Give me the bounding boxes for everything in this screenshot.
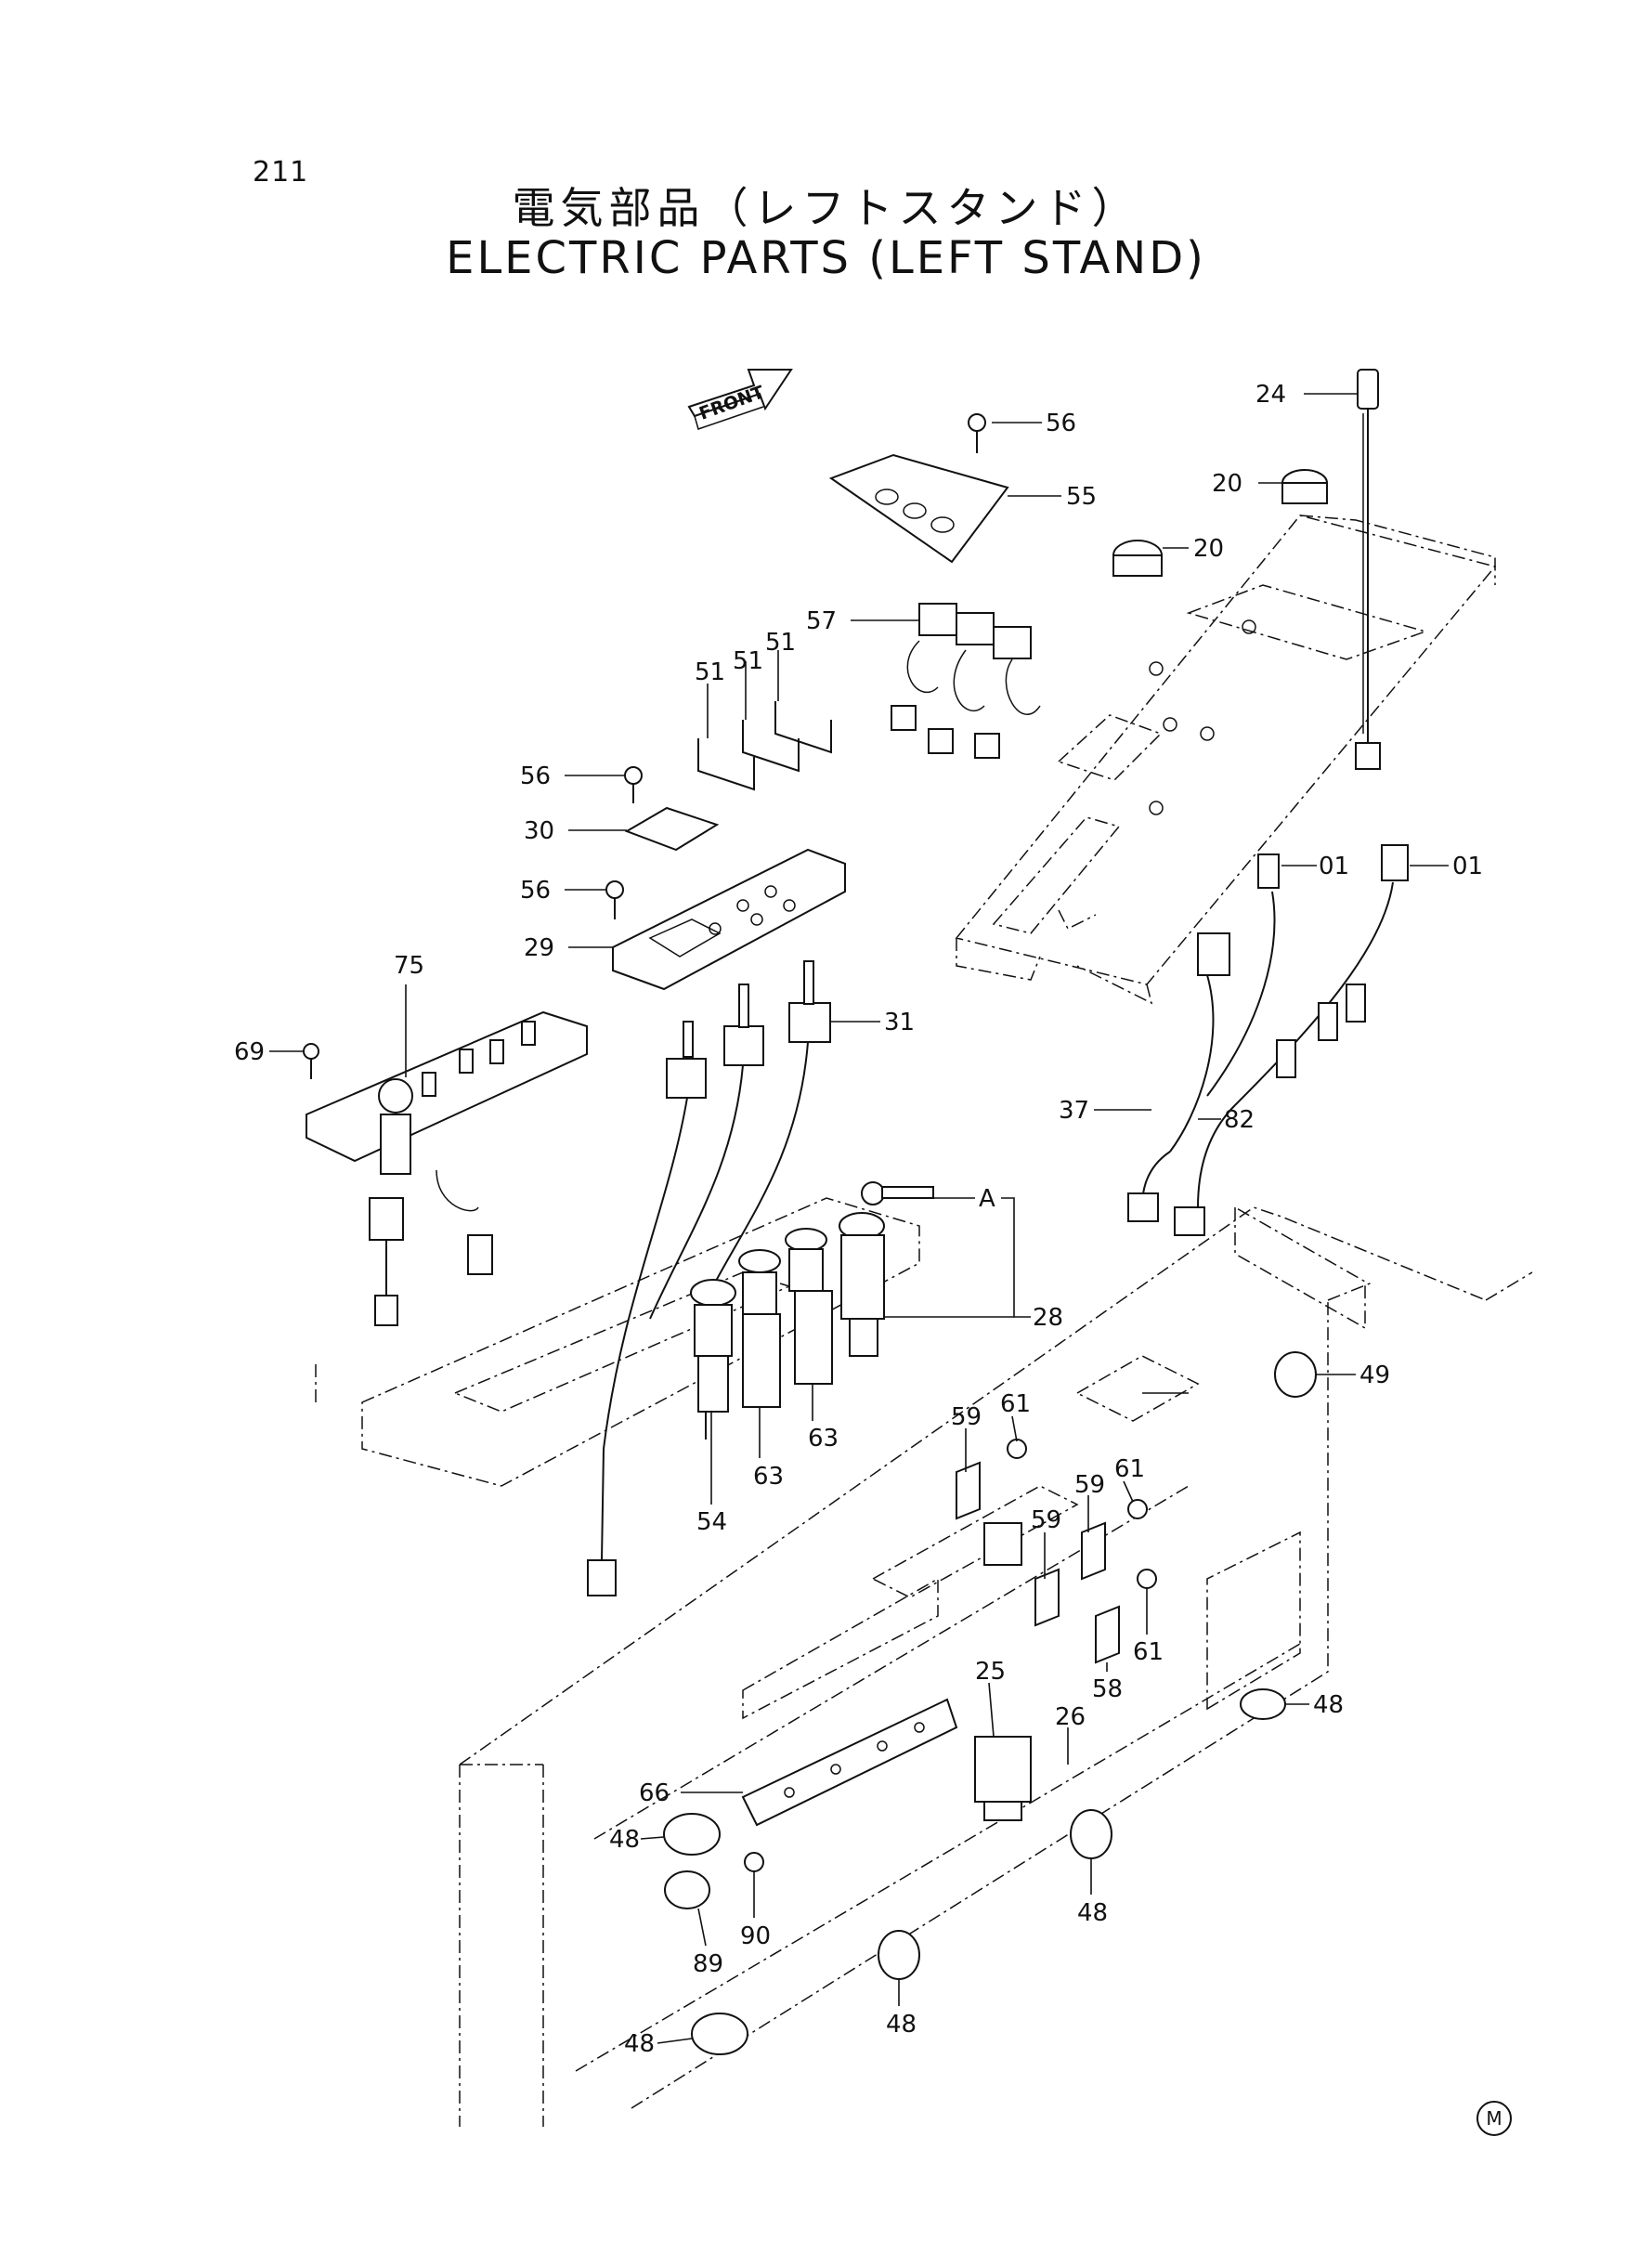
callout-labels: 24 56 55 20 20 57 51 51 51 56 30 56 29 0… <box>234 381 1483 2058</box>
part-89-clip <box>664 1870 710 1909</box>
callout-55: 55 <box>1066 483 1097 511</box>
upper-console <box>955 515 1497 1005</box>
callout-56-a: 56 <box>1046 410 1076 437</box>
part-31-toggle-switches <box>587 960 831 1596</box>
callout-48-e: 48 <box>624 2030 655 2058</box>
leader-lines <box>269 393 1449 2044</box>
screw-56-a <box>968 413 986 453</box>
part-28-switch-group <box>690 1181 934 1440</box>
title-japanese: 電気部品（レフトスタンド） <box>512 183 1140 233</box>
callout-59-c: 59 <box>1031 1506 1061 1534</box>
callout-37: 37 <box>1059 1097 1089 1125</box>
callout-A: A <box>979 1185 995 1213</box>
callout-57: 57 <box>806 607 837 635</box>
part-24-sensor <box>1355 369 1381 770</box>
part-25-relay <box>974 1736 1032 1821</box>
callout-51-a: 51 <box>695 658 725 686</box>
title-english: ELECTRIC PARTS (LEFT STAND) <box>446 232 1206 284</box>
screw-69 <box>303 1043 319 1079</box>
callout-63-a: 63 <box>753 1463 784 1491</box>
callout-58: 58 <box>1092 1675 1123 1703</box>
part-29-panel <box>612 848 846 991</box>
callout-89: 89 <box>693 1950 723 1978</box>
callout-75: 75 <box>394 952 424 980</box>
callout-31: 31 <box>884 1009 915 1036</box>
callout-56-b: 56 <box>520 762 551 790</box>
part-30-cover <box>624 806 720 852</box>
brackets-59-61 <box>956 1439 1157 1664</box>
callout-63-b: 63 <box>808 1425 839 1453</box>
callout-48-a: 48 <box>1313 1691 1344 1719</box>
screw-56-c <box>605 880 624 919</box>
callout-20-b: 20 <box>1193 535 1224 563</box>
part-51-u-brackets <box>697 701 832 791</box>
part-66-terminal-strip <box>741 1698 958 1827</box>
callout-90: 90 <box>740 1922 771 1950</box>
callout-24: 24 <box>1255 381 1286 409</box>
harness-37-82 <box>1127 844 1409 1236</box>
bolt-90 <box>744 1852 764 1872</box>
part-55-plate <box>828 453 1009 564</box>
callout-54: 54 <box>696 1508 727 1536</box>
callout-56-c: 56 <box>520 877 551 905</box>
part-75-panel <box>306 1010 588 1326</box>
clamp-49 <box>1274 1351 1317 1398</box>
front-arrow-icon: FRONT <box>687 369 793 430</box>
callout-30: 30 <box>524 817 554 845</box>
callout-82: 82 <box>1224 1106 1255 1134</box>
part-57-switches <box>891 603 1041 759</box>
callout-25: 25 <box>975 1658 1006 1686</box>
callout-61-b: 61 <box>1114 1455 1145 1483</box>
callout-01-b: 01 <box>1452 853 1483 880</box>
callout-48-b: 48 <box>609 1826 640 1854</box>
page-number: 211 <box>253 156 309 189</box>
lower-frame <box>459 1205 1533 2127</box>
callout-59-a: 59 <box>951 1403 982 1431</box>
clamp-48-b <box>1070 1809 1112 1859</box>
catalog-corner-mark: M <box>1476 2101 1512 2136</box>
callout-29: 29 <box>524 934 554 962</box>
callout-48-d: 48 <box>886 2011 917 2039</box>
callout-28: 28 <box>1033 1304 1063 1332</box>
clamp-48-c <box>878 1930 920 1980</box>
callout-48-c: 48 <box>1077 1899 1108 1927</box>
callout-61-c: 61 <box>1133 1638 1164 1666</box>
clamp-48-d <box>691 2013 748 2055</box>
callout-69: 69 <box>234 1038 265 1066</box>
callout-20-a: 20 <box>1212 470 1242 498</box>
clamp-48-e <box>1240 1688 1286 1720</box>
clamp-48-a <box>663 1813 721 1856</box>
callout-66: 66 <box>639 1779 670 1807</box>
callout-51-b: 51 <box>733 647 763 675</box>
callout-26: 26 <box>1055 1703 1086 1731</box>
screw-56-b <box>624 766 643 803</box>
callout-61-a: 61 <box>1000 1390 1031 1418</box>
callout-49: 49 <box>1359 1362 1390 1389</box>
callout-01-a: 01 <box>1319 853 1349 880</box>
callout-51-c: 51 <box>765 629 796 657</box>
callout-59-b: 59 <box>1074 1471 1105 1499</box>
